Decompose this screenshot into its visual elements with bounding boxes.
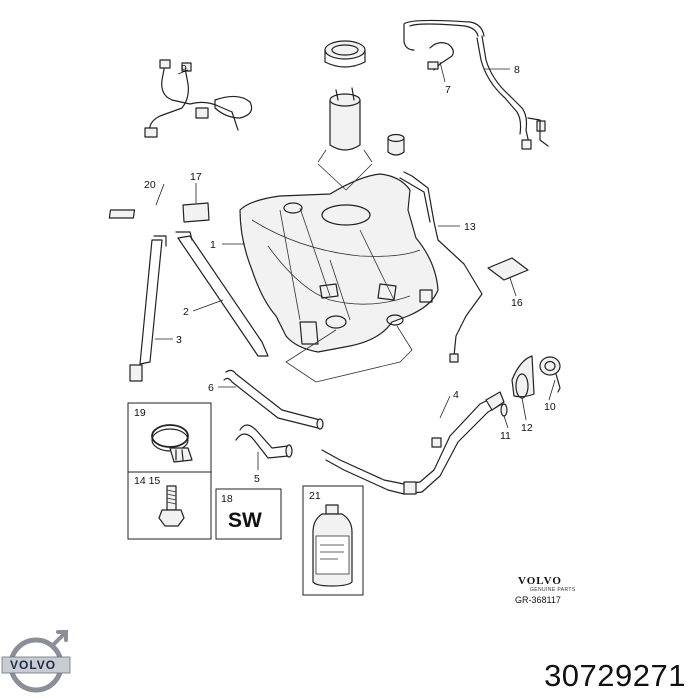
callout-5: 5 (254, 473, 260, 485)
pump-cap (387, 133, 405, 156)
wiring-harness (144, 59, 253, 138)
box-label-21: 21 (309, 490, 321, 502)
callout-10: 10 (544, 401, 556, 413)
part-number: 30729271 (544, 658, 686, 693)
callout-6: 6 (208, 382, 214, 394)
tank-straps (129, 231, 269, 382)
sw-text: SW (228, 509, 262, 532)
box-label-18: 18 (221, 493, 233, 505)
callout-9: 9 (181, 63, 187, 75)
diagram-reference: GR-368117 (515, 595, 561, 605)
box-label-19: 19 (134, 407, 146, 419)
callout-20: 20 (144, 179, 156, 191)
callout-17: 17 (190, 171, 202, 183)
volvo-logo: VOLVO (1, 630, 71, 693)
callout-16: 16 (511, 297, 523, 309)
inset-box-bolt: 14 15 (127, 471, 212, 540)
fuel-tank (239, 173, 439, 353)
filler-pipe (321, 391, 505, 495)
label-17 (182, 202, 210, 223)
callout-4: 4 (453, 389, 459, 401)
callout-13: 13 (464, 221, 476, 233)
brand-stamp-name: VOLVO (518, 575, 562, 587)
fuel-line (399, 171, 483, 363)
callout-2: 2 (183, 306, 189, 318)
box-label-14-15: 14 15 (134, 475, 160, 487)
callout-3: 3 (176, 334, 182, 346)
callout-11: 11 (500, 430, 511, 442)
connection-lines (285, 163, 413, 383)
hoses (223, 369, 324, 459)
callout-12: 12 (521, 422, 533, 434)
inset-box-clamp: 19 (127, 402, 212, 473)
logo-text: VOLVO (10, 658, 56, 672)
callout-1: 1 (210, 239, 216, 251)
label-16 (487, 257, 529, 281)
filler-cap-set (500, 355, 561, 417)
brand-stamp-subtitle: GENUINE PARTS (530, 587, 576, 593)
callout-7: 7 (445, 84, 451, 96)
fuel-pump-module (317, 40, 373, 163)
label-20 (108, 209, 136, 219)
inset-box-sw: 18 SW (215, 488, 282, 540)
callout-8: 8 (514, 64, 520, 76)
inset-box-bottle: 21 (302, 485, 364, 596)
brand-stamp: VOLVO GENUINE PARTS GR-368117 (515, 575, 576, 605)
leader-lines (155, 61, 556, 470)
vent-pipes (403, 19, 549, 150)
